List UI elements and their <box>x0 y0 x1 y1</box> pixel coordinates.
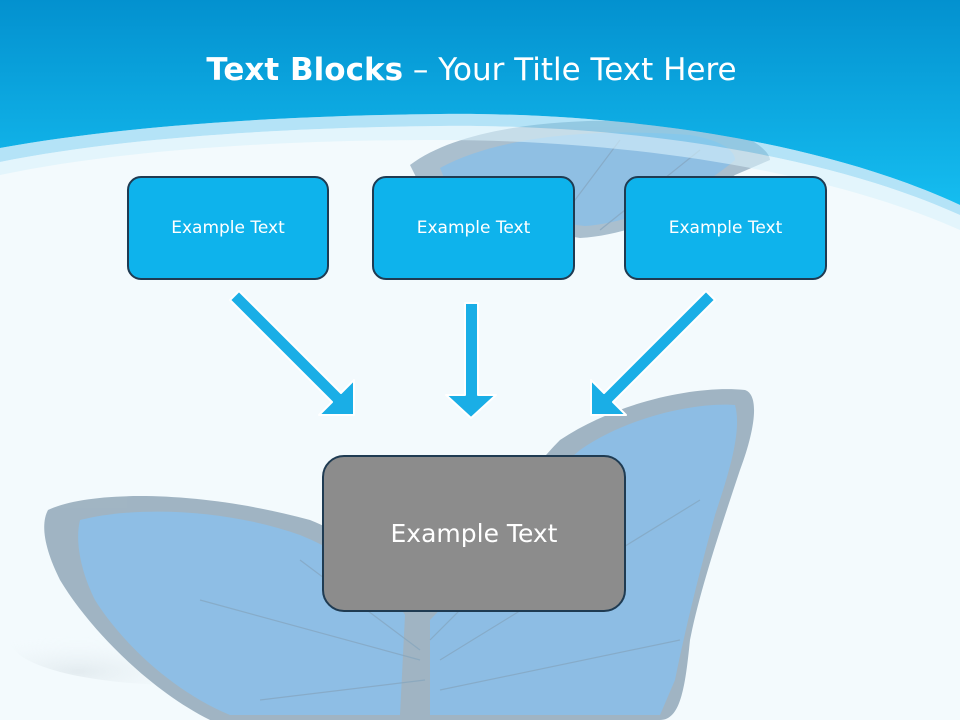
header-band <box>0 0 960 205</box>
arrow-down <box>445 302 497 419</box>
text-block-top-middle: Example Text <box>372 176 575 280</box>
text-block-label: Example Text <box>171 218 285 238</box>
arrow-right-diagonal <box>590 290 716 416</box>
slide-title: Text Blocks – Your Title Text Here <box>0 52 943 88</box>
text-block-top-right: Example Text <box>624 176 827 280</box>
title-bold: Text Blocks <box>206 52 404 88</box>
text-block-label: Example Text <box>416 218 531 238</box>
text-block-bottom: Example Text <box>322 455 626 612</box>
text-block-top-left: Example Text <box>127 176 329 280</box>
title-rest: Your Title Text Here <box>438 52 737 88</box>
arrow-left-diagonal <box>229 290 355 416</box>
text-block-label: Example Text <box>668 218 783 238</box>
text-block-label: Example Text <box>390 519 558 548</box>
title-dash: – <box>403 52 439 88</box>
